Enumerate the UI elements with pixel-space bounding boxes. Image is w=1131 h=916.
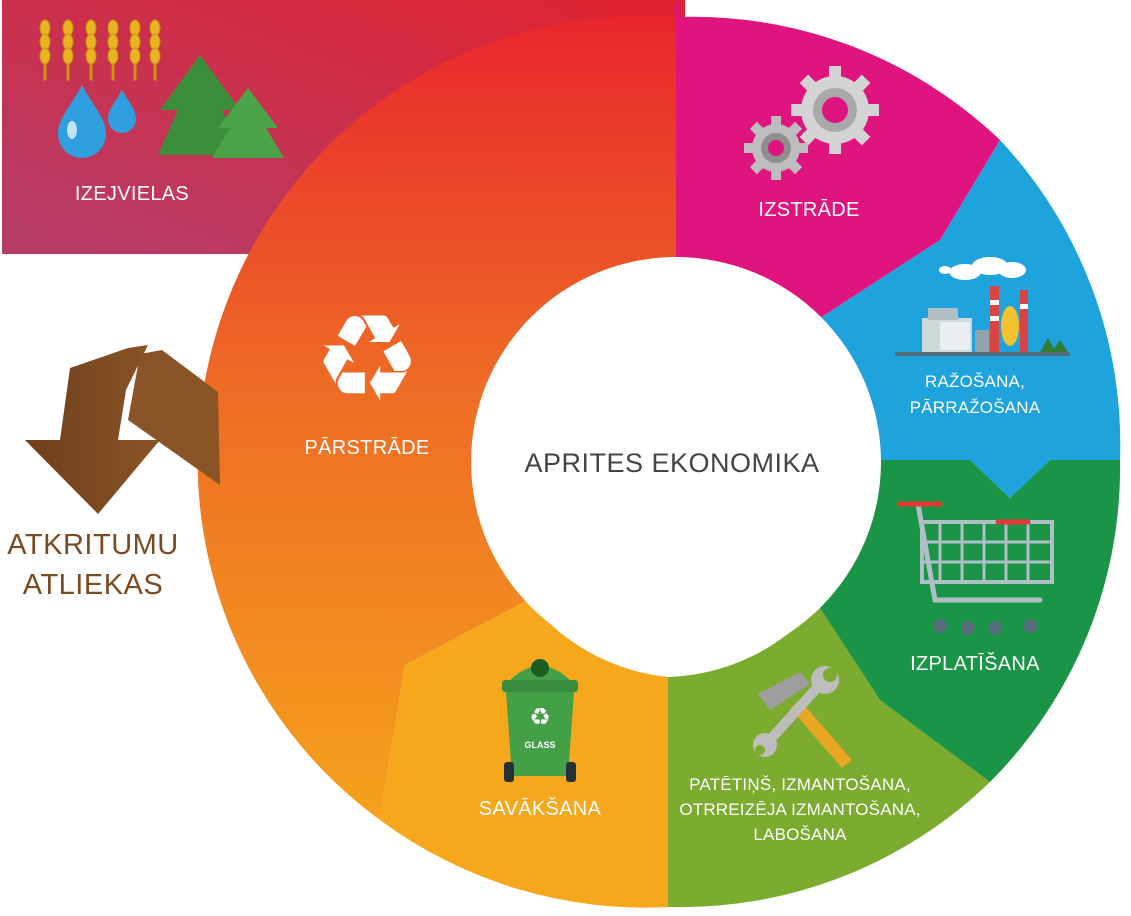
center-title: APRITES EKONOMIKA	[524, 448, 819, 478]
segment-consumption	[668, 605, 990, 908]
segment-recycling	[197, 15, 677, 820]
svg-text:♻: ♻	[529, 704, 551, 731]
production-label-line1: RAŽOŠANA,	[925, 372, 1025, 391]
svg-text:♻: ♻	[313, 292, 421, 426]
bin-label: GLASS	[524, 740, 555, 750]
waste-label-line2: ATLIEKAS	[23, 569, 163, 601]
wheat-icon	[39, 19, 161, 81]
cart-wheels	[933, 619, 1037, 635]
raw-materials-label: IZEJVIELAS	[75, 183, 189, 205]
factory-icon	[895, 257, 1070, 356]
water-drops-icon	[58, 85, 136, 158]
consumption-label-line3: LABOŠANA	[753, 825, 847, 844]
shopping-cart-icon	[897, 501, 1054, 603]
economy-ring	[197, 2, 1121, 908]
production-label-line2: PĀRRAŽOŠANA	[910, 398, 1041, 417]
gears-icon	[744, 66, 879, 180]
design-label: IZSTRĀDE	[758, 198, 859, 221]
glass-bin-icon: ♻ GLASS	[502, 659, 578, 782]
collection-label: SAVĀKŠANA	[479, 797, 602, 820]
trees-icon	[158, 55, 284, 158]
recycle-icon: ♻	[313, 292, 421, 426]
consumption-label-line1: PATĒTIŅŠ, IZMANTOŠANA,	[689, 775, 911, 794]
segment-design	[676, 16, 1000, 318]
consumption-label-line2: OTRREIZĒJA IZMANTOŠANA,	[679, 800, 920, 819]
distribution-label: IZPLATĪŠANA	[910, 652, 1040, 675]
waste-label-line1: ATKRITUMU	[7, 529, 179, 561]
recycling-label: PĀRSTRĀDE	[305, 436, 430, 459]
tools-icon	[753, 666, 852, 768]
waste-arrow	[25, 345, 220, 514]
center-circle	[471, 257, 881, 667]
